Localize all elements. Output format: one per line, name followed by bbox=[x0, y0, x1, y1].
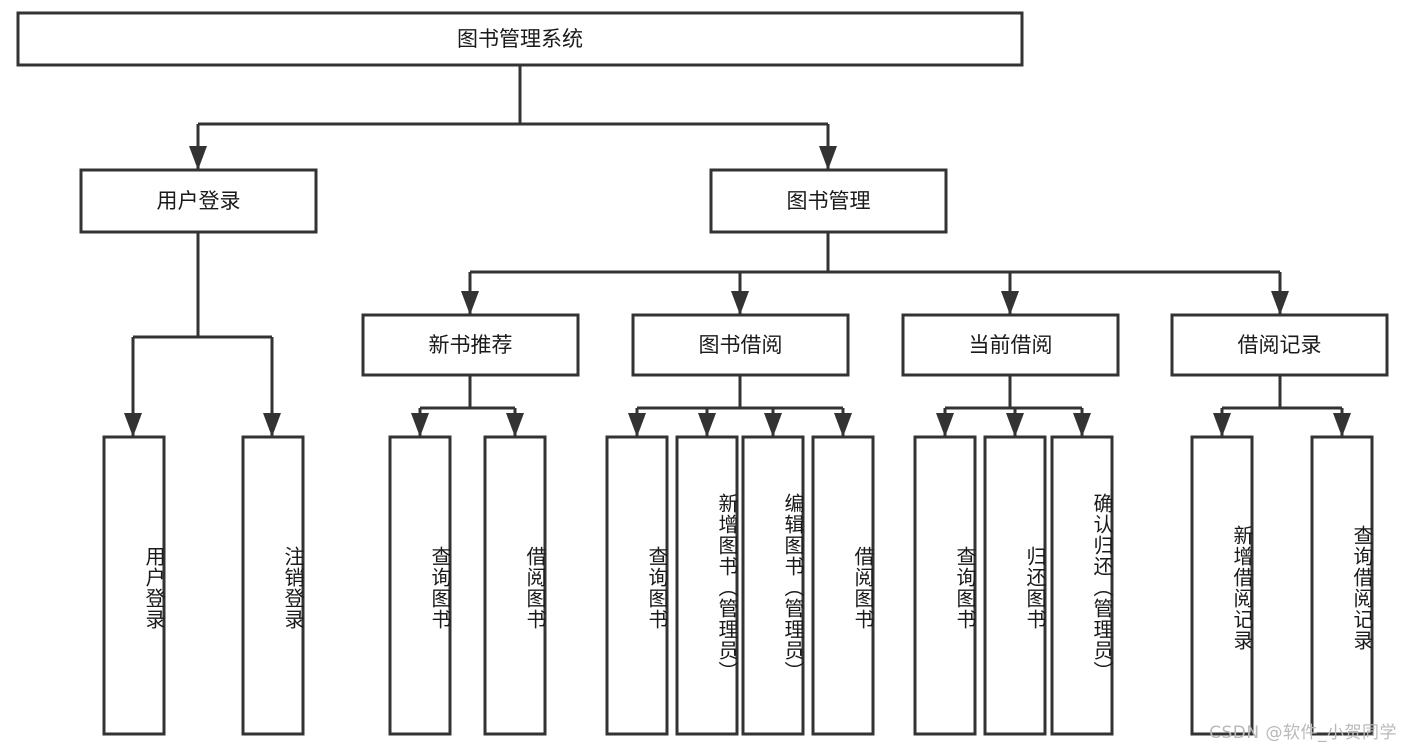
arrow-head-icon-g2-0 bbox=[936, 413, 954, 437]
level2-node-box[interactable] bbox=[79, 168, 318, 234]
connector-layer bbox=[124, 65, 1351, 437]
arrow-head-icon-books-1 bbox=[731, 291, 749, 315]
arrow-head-icon-books-3 bbox=[1271, 291, 1289, 315]
level3-node-box[interactable] bbox=[1170, 313, 1389, 377]
leaf-node-box[interactable] bbox=[605, 435, 669, 736]
leaf-node-box[interactable] bbox=[983, 435, 1047, 736]
leaf-node-box[interactable] bbox=[241, 435, 305, 736]
root-node-label: 图书管理系统 bbox=[457, 27, 583, 51]
level3-node-box[interactable] bbox=[361, 313, 580, 377]
root-node-box[interactable] bbox=[16, 11, 1024, 67]
arrow-head-icon-g0-1 bbox=[506, 413, 524, 437]
arrow-head-icon-g2-1 bbox=[1006, 413, 1024, 437]
level2-node-0-label: 用户登录 bbox=[157, 189, 241, 213]
leaf-node-box[interactable] bbox=[1310, 435, 1374, 736]
arrow-head-icon-g1-3 bbox=[834, 413, 852, 437]
level2-node-1-label: 图书管理 bbox=[787, 189, 871, 213]
arrow-head-icon-g1-1 bbox=[698, 413, 716, 437]
arrow-head-icon-g0-0 bbox=[411, 413, 429, 437]
leaf-node-box[interactable] bbox=[1190, 435, 1254, 736]
arrow-head-icon-g2-2 bbox=[1073, 413, 1091, 437]
leaf-node-box[interactable] bbox=[1050, 435, 1114, 736]
leaf-node-box[interactable] bbox=[811, 435, 875, 736]
arrow-head-icon-g3-1 bbox=[1333, 413, 1351, 437]
arrow-head-icon-g1-2 bbox=[764, 413, 782, 437]
leaf-node-box[interactable] bbox=[675, 435, 739, 736]
level3-node-0-label: 新书推荐 bbox=[429, 333, 513, 357]
arrow-head-icon-login-1 bbox=[263, 413, 281, 437]
level3-node-1-label: 图书借阅 bbox=[699, 333, 783, 357]
arrow-head-icon-books-2 bbox=[1001, 291, 1019, 315]
arrow-head-icon-login-0 bbox=[124, 413, 142, 437]
level3-node-box[interactable] bbox=[631, 313, 850, 377]
box-layer bbox=[16, 11, 1389, 736]
level3-node-box[interactable] bbox=[901, 313, 1120, 377]
level3-node-2-label: 当前借阅 bbox=[969, 333, 1053, 357]
arrow-head-icon-root-1 bbox=[819, 146, 837, 170]
leaf-node-box[interactable] bbox=[388, 435, 452, 736]
level3-node-3-label: 借阅记录 bbox=[1238, 333, 1322, 357]
arrow-head-icon-root-0 bbox=[189, 146, 207, 170]
watermark-text: CSDN @软件_小贺同学 bbox=[1209, 723, 1397, 743]
leaf-node-box[interactable] bbox=[741, 435, 805, 736]
leaf-node-box[interactable] bbox=[102, 435, 166, 736]
level2-node-box[interactable] bbox=[709, 168, 948, 234]
arrow-head-icon-g1-0 bbox=[628, 413, 646, 437]
leaf-node-box[interactable] bbox=[913, 435, 977, 736]
arrow-head-icon-g3-0 bbox=[1213, 413, 1231, 437]
leaf-node-box[interactable] bbox=[483, 435, 547, 736]
arrow-head-icon-books-0 bbox=[461, 291, 479, 315]
